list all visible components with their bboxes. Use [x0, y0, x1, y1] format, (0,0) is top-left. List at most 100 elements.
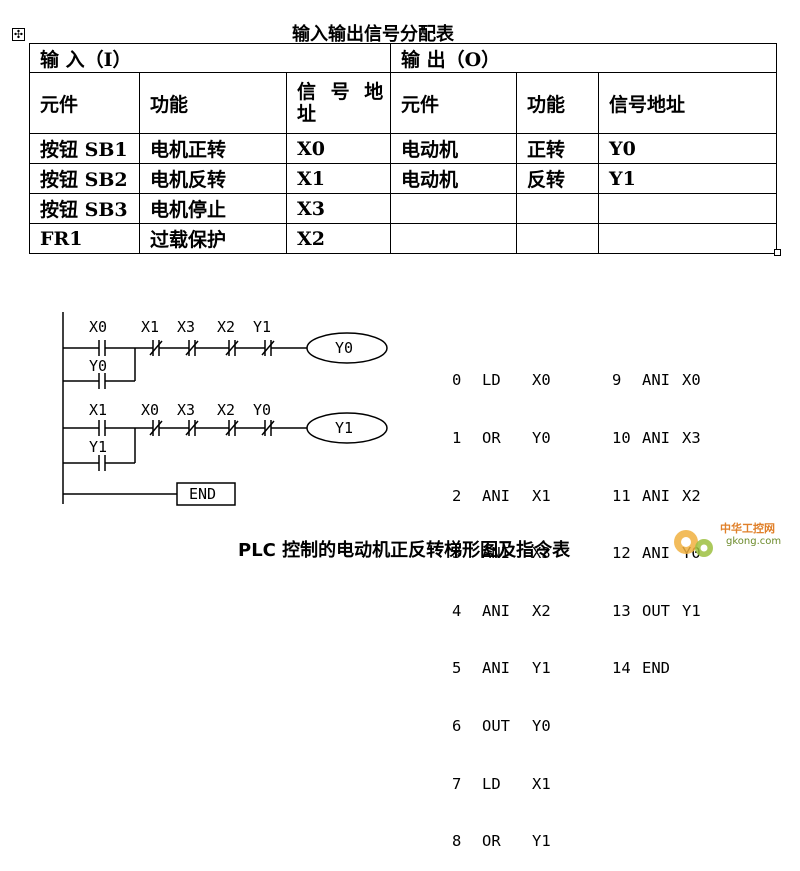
contact-label: Y1 [89, 438, 107, 456]
table-cell: FR1 [29, 223, 140, 254]
step-number: 2 [452, 486, 462, 505]
contact-label: X2 [217, 318, 235, 336]
table-cell [390, 223, 517, 254]
step-number: 12 [612, 544, 631, 563]
instruction-line: 7 LD X1 [452, 775, 551, 794]
table-cell: Y1 [597, 163, 778, 194]
operand: X1 [532, 774, 551, 793]
operand: X2 [532, 601, 551, 620]
watermark-logo: 中华工控网 gkong.com [668, 518, 793, 562]
opcode: END [642, 659, 670, 678]
operand: X0 [532, 371, 551, 390]
contact-label: X1 [89, 401, 107, 419]
instruction-line: 4 ANI X2 [452, 602, 551, 621]
table-cell: Y0 [597, 133, 778, 164]
contact-label: Y0 [253, 401, 271, 419]
contact-label: Y0 [89, 357, 107, 375]
table-resize-handle-icon[interactable] [774, 249, 781, 256]
instruction-line: 3 ANI X3 [452, 544, 551, 563]
opcode: OUT [642, 601, 670, 620]
table-cell: 电机停止 [139, 193, 287, 224]
instruction-line: 13 OUT Y1 [612, 602, 701, 621]
opcode: ANI [642, 486, 670, 505]
operand: Y1 [532, 659, 551, 678]
watermark-domain: gkong.com [726, 536, 782, 547]
step-number: 13 [612, 601, 631, 620]
table-title: 输入输出信号分配表 [292, 24, 454, 45]
table-cell: 正转 [516, 133, 599, 164]
table-cell: X2 [286, 223, 391, 254]
opcode: ANI [642, 544, 670, 563]
watermark-site-name: 中华工控网 [720, 522, 775, 535]
opcode: LD [482, 371, 501, 390]
table-column-header-row: 元件 功能 信 号 地 址 元件 功能 信号地址 [29, 72, 778, 134]
step-number: 7 [452, 774, 462, 793]
instruction-line: 1 OR Y0 [452, 429, 551, 448]
operand: Y1 [682, 601, 701, 620]
operand: X2 [682, 486, 701, 505]
opcode: ANI [482, 486, 510, 505]
table-cell: 过载保护 [139, 223, 287, 254]
step-number: 1 [452, 429, 462, 448]
end-instruction-label: END [189, 485, 216, 503]
instruction-line: 0 LD X0 [452, 371, 551, 390]
column-header: 信 号 地 址 [286, 72, 391, 134]
opcode: OR [482, 429, 501, 448]
operand: Y1 [532, 832, 551, 851]
table-cell: 按钮 SB2 [29, 163, 140, 194]
column-header: 信号地址 [597, 72, 778, 134]
opcode: ANI [482, 659, 510, 678]
table-cell [516, 223, 599, 254]
operand: X3 [682, 429, 701, 448]
operand: Y0 [532, 717, 551, 736]
table-cell [597, 193, 778, 224]
table-row: 按钮 SB2 电机反转 X1 电动机 反转 Y1 [29, 163, 778, 194]
opcode: ANI [482, 601, 510, 620]
operand: X0 [682, 371, 701, 390]
table-move-handle-icon[interactable]: ✣ [12, 28, 25, 41]
figure-caption: PLC 控制的电动机正反转梯形图及指令表 [238, 540, 571, 561]
opcode: LD [482, 774, 501, 793]
table-row: FR1 过载保护 X2 [29, 223, 778, 254]
table-cell: 反转 [516, 163, 599, 194]
table-cell [390, 193, 517, 224]
opcode: ANI [642, 429, 670, 448]
opcode: OUT [482, 717, 510, 736]
operand: X3 [532, 544, 551, 563]
table-cell: 按钮 SB3 [29, 193, 140, 224]
table-cell: 电动机 [390, 163, 517, 194]
opcode: OR [482, 832, 501, 851]
table-row: 按钮 SB1 电机正转 X0 电动机 正转 Y0 [29, 133, 778, 164]
table-cell: 电机正转 [139, 133, 287, 164]
contact-label: X0 [141, 401, 159, 419]
input-group-header: 输 入（I） [29, 43, 391, 73]
contact-label: X2 [217, 401, 235, 419]
table-group-header-row: 输 入（I） 输 出（O） [29, 43, 778, 73]
step-number: 14 [612, 659, 631, 678]
step-number: 4 [452, 601, 462, 620]
column-header: 元件 [390, 72, 517, 134]
instruction-line: 10 ANI X3 [612, 429, 701, 448]
operand: Y0 [532, 429, 551, 448]
table-cell [597, 223, 778, 254]
instruction-line: 14 END [612, 659, 701, 678]
table-cell: 电动机 [390, 133, 517, 164]
opcode: ANI [482, 544, 510, 563]
table-cell: X3 [286, 193, 391, 224]
gear-icon [674, 530, 713, 557]
contact-label: X3 [177, 318, 195, 336]
column-header: 元件 [29, 72, 140, 134]
step-number: 3 [452, 544, 462, 563]
column-header: 功能 [516, 72, 599, 134]
step-number: 0 [452, 371, 462, 390]
table-row: 按钮 SB3 电机停止 X3 [29, 193, 778, 224]
step-number: 11 [612, 486, 631, 505]
step-number: 10 [612, 429, 631, 448]
table-cell [516, 193, 599, 224]
